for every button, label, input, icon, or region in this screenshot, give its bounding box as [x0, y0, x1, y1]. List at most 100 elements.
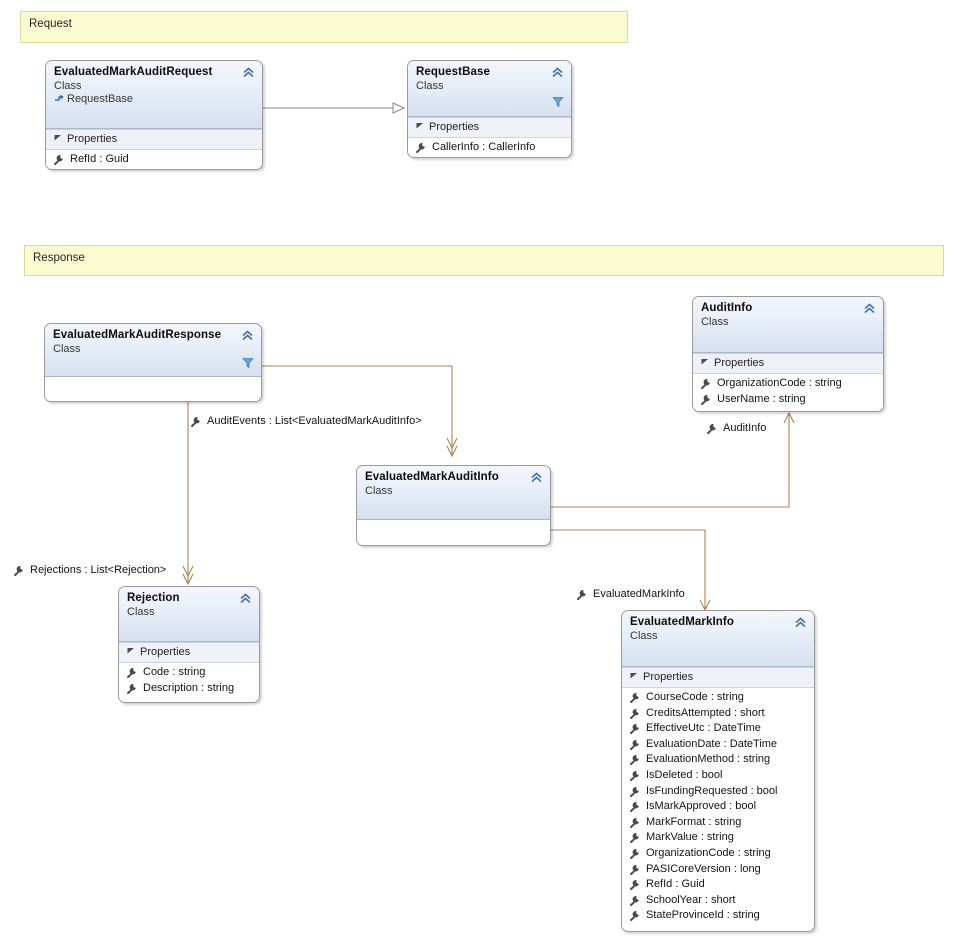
member-label: IsFundingRequested : bool — [646, 784, 778, 797]
class-name: Rejection — [127, 592, 180, 604]
class-stereotype: Class — [701, 316, 729, 328]
response-banner-label: Response — [33, 252, 85, 264]
class-rejection[interactable]: Rejection Class Properties Code : string… — [118, 586, 260, 703]
wrench-icon — [189, 416, 201, 431]
wrench-icon — [12, 565, 24, 580]
member-label: CallerInfo : CallerInfo — [432, 141, 536, 153]
member-label: PASICoreVersion : long — [646, 862, 761, 875]
class-stereotype: Class — [53, 343, 81, 355]
compartment-label: Properties — [140, 646, 191, 658]
compartment-header-properties[interactable]: Properties — [693, 353, 883, 374]
arrow-right-base-icon — [54, 94, 65, 107]
member-item[interactable]: PASICoreVersion : long — [622, 862, 814, 878]
class-stereotype: Class — [127, 606, 155, 618]
member-item[interactable]: IsFundingRequested : bool — [622, 784, 814, 800]
member-item[interactable]: OrganizationCode : string — [622, 846, 814, 862]
wrench-icon — [628, 864, 640, 882]
member-label: CourseCode : string — [646, 691, 744, 703]
member-list: OrganizationCode : string UserName : str… — [693, 374, 883, 411]
class-stereotype: Class — [416, 80, 444, 92]
compartment-header-properties[interactable]: Properties — [119, 642, 259, 663]
member-item[interactable]: OrganizationCode : string — [693, 376, 883, 392]
connector-label-evaluated-mark-info: EvaluatedMarkInfo — [575, 588, 685, 601]
wrench-icon — [628, 832, 640, 850]
connector-label-rejections: Rejections : List<Rejection> — [12, 564, 167, 577]
member-item[interactable]: MarkFormat : string — [622, 815, 814, 831]
compartment-header-properties[interactable]: Properties — [408, 117, 571, 138]
member-label: EvaluationDate : DateTime — [646, 737, 778, 750]
class-evaluated-mark-info[interactable]: EvaluatedMarkInfo Class Properties Cours… — [621, 610, 815, 932]
wrench-icon — [628, 848, 640, 866]
triangle-expander-icon[interactable] — [630, 670, 638, 682]
collapse-icon[interactable] — [242, 67, 255, 78]
class-evaluated-mark-audit-response[interactable]: EvaluatedMarkAuditResponse Class — [44, 323, 262, 402]
member-item[interactable]: EvaluationDate : DateTime — [622, 737, 814, 753]
compartment-header-properties[interactable]: Properties — [622, 667, 814, 688]
member-item[interactable]: Code : string — [119, 665, 259, 681]
class-base-name: RequestBase — [54, 93, 254, 105]
wrench-icon — [628, 786, 640, 804]
class-request-base[interactable]: RequestBase Class Properties CallerInfo … — [407, 60, 572, 158]
member-item[interactable]: MarkValue : string — [622, 830, 814, 846]
triangle-expander-icon[interactable] — [416, 120, 424, 132]
class-evaluated-mark-audit-request[interactable]: EvaluatedMarkAuditRequest Class RequestB… — [45, 60, 263, 170]
member-label: UserName : string — [717, 392, 806, 405]
collapse-icon[interactable] — [551, 67, 564, 78]
member-item[interactable]: EffectiveUtc : DateTime — [622, 721, 814, 737]
member-item[interactable]: IsMarkApproved : bool — [622, 799, 814, 815]
collapse-icon[interactable] — [530, 472, 543, 483]
member-list: Code : string Description : string — [119, 663, 259, 701]
member-item[interactable]: RefId : Guid — [622, 877, 814, 893]
wrench-icon — [628, 895, 640, 913]
wrench-icon — [575, 589, 587, 604]
collapse-icon[interactable] — [241, 330, 254, 341]
member-item[interactable]: RefId : Guid — [46, 152, 262, 168]
member-label: RefId : Guid — [70, 153, 129, 165]
compartment-header-properties[interactable]: Properties — [46, 129, 262, 150]
member-item[interactable]: CreditsAttempted : short — [622, 706, 814, 722]
member-item[interactable]: StateProvinceId : string — [622, 908, 814, 924]
wrench-icon — [699, 378, 711, 396]
class-audit-info[interactable]: AuditInfo Class Properties OrganizationC… — [692, 296, 884, 412]
empty-compartment — [45, 377, 261, 401]
wrench-icon — [628, 692, 640, 710]
compartment-label: Properties — [643, 671, 694, 683]
class-header: EvaluatedMarkAuditInfo Class — [357, 466, 550, 520]
member-label: Code : string — [143, 666, 206, 678]
class-evaluated-mark-audit-info[interactable]: EvaluatedMarkAuditInfo Class — [356, 465, 551, 546]
triangle-expander-icon[interactable] — [54, 132, 62, 144]
class-name: EvaluatedMarkAuditInfo — [365, 471, 499, 483]
class-stereotype: Class — [54, 80, 82, 92]
class-header: RequestBase Class — [408, 61, 571, 117]
member-item[interactable]: EvaluationMethod : string — [622, 752, 814, 768]
triangle-expander-icon[interactable] — [701, 356, 709, 368]
funnel-icon[interactable] — [552, 96, 564, 111]
member-item[interactable]: Description : string — [119, 681, 259, 697]
member-item[interactable]: IsDeleted : bool — [622, 768, 814, 784]
connector-label-text: Rejections : List<Rejection> — [30, 564, 167, 576]
collapse-icon[interactable] — [239, 593, 252, 604]
member-label: IsDeleted : bool — [646, 768, 723, 781]
member-item[interactable]: SchoolYear : short — [622, 893, 814, 909]
class-name: EvaluatedMarkAuditResponse — [53, 329, 222, 341]
member-item[interactable]: CallerInfo : CallerInfo — [408, 140, 571, 156]
compartment-label: Properties — [714, 357, 765, 369]
funnel-icon[interactable] — [242, 357, 254, 372]
member-item[interactable]: CourseCode : string — [622, 690, 814, 706]
connector-label-audit-info: AuditInfo — [705, 422, 767, 435]
compartment-label: Properties — [67, 133, 118, 145]
wrench-icon — [705, 423, 717, 438]
wrench-icon — [628, 817, 640, 835]
member-label: Description : string — [143, 681, 235, 694]
collapse-icon[interactable] — [863, 303, 876, 314]
collapse-icon[interactable] — [794, 617, 807, 628]
triangle-expander-icon[interactable] — [127, 645, 135, 657]
class-header: EvaluatedMarkInfo Class — [622, 611, 814, 667]
connector-label-text: EvaluatedMarkInfo — [593, 588, 685, 600]
class-stereotype: Class — [630, 630, 658, 642]
member-item[interactable]: UserName : string — [693, 392, 883, 408]
connector-label-text: AuditInfo — [723, 422, 767, 434]
member-label: RefId : Guid — [646, 878, 705, 891]
wrench-icon — [52, 154, 64, 169]
